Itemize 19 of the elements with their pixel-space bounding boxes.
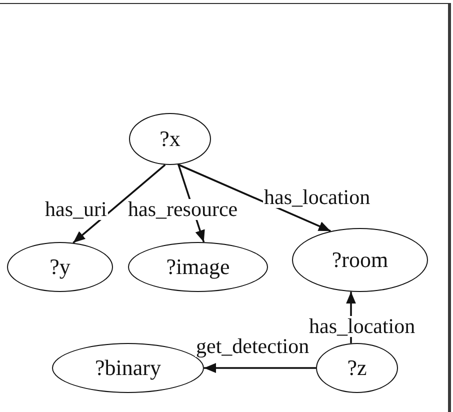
- ellipse-node: [316, 343, 398, 393]
- ellipse-node: [292, 228, 428, 292]
- node-label: ?y: [50, 256, 70, 278]
- arrow: [204, 363, 316, 373]
- node-label: ?z: [347, 357, 367, 379]
- edge-label: has_resource: [127, 199, 239, 220]
- edge-label: has_location: [263, 187, 372, 208]
- node-label: ?room: [332, 249, 388, 271]
- ellipse-node: [7, 242, 113, 292]
- node-label: ?image: [166, 256, 230, 278]
- edge-label: has_location: [308, 316, 416, 337]
- node-label: ?binary: [95, 357, 161, 379]
- edge-label: get_detection: [195, 336, 310, 357]
- ellipse-node: [128, 242, 268, 292]
- node-label: ?x: [160, 128, 180, 150]
- arrow: [178, 164, 331, 232]
- edge-label: has_uri: [44, 199, 108, 220]
- arrow: [72, 164, 166, 244]
- ellipse-node: [129, 113, 211, 165]
